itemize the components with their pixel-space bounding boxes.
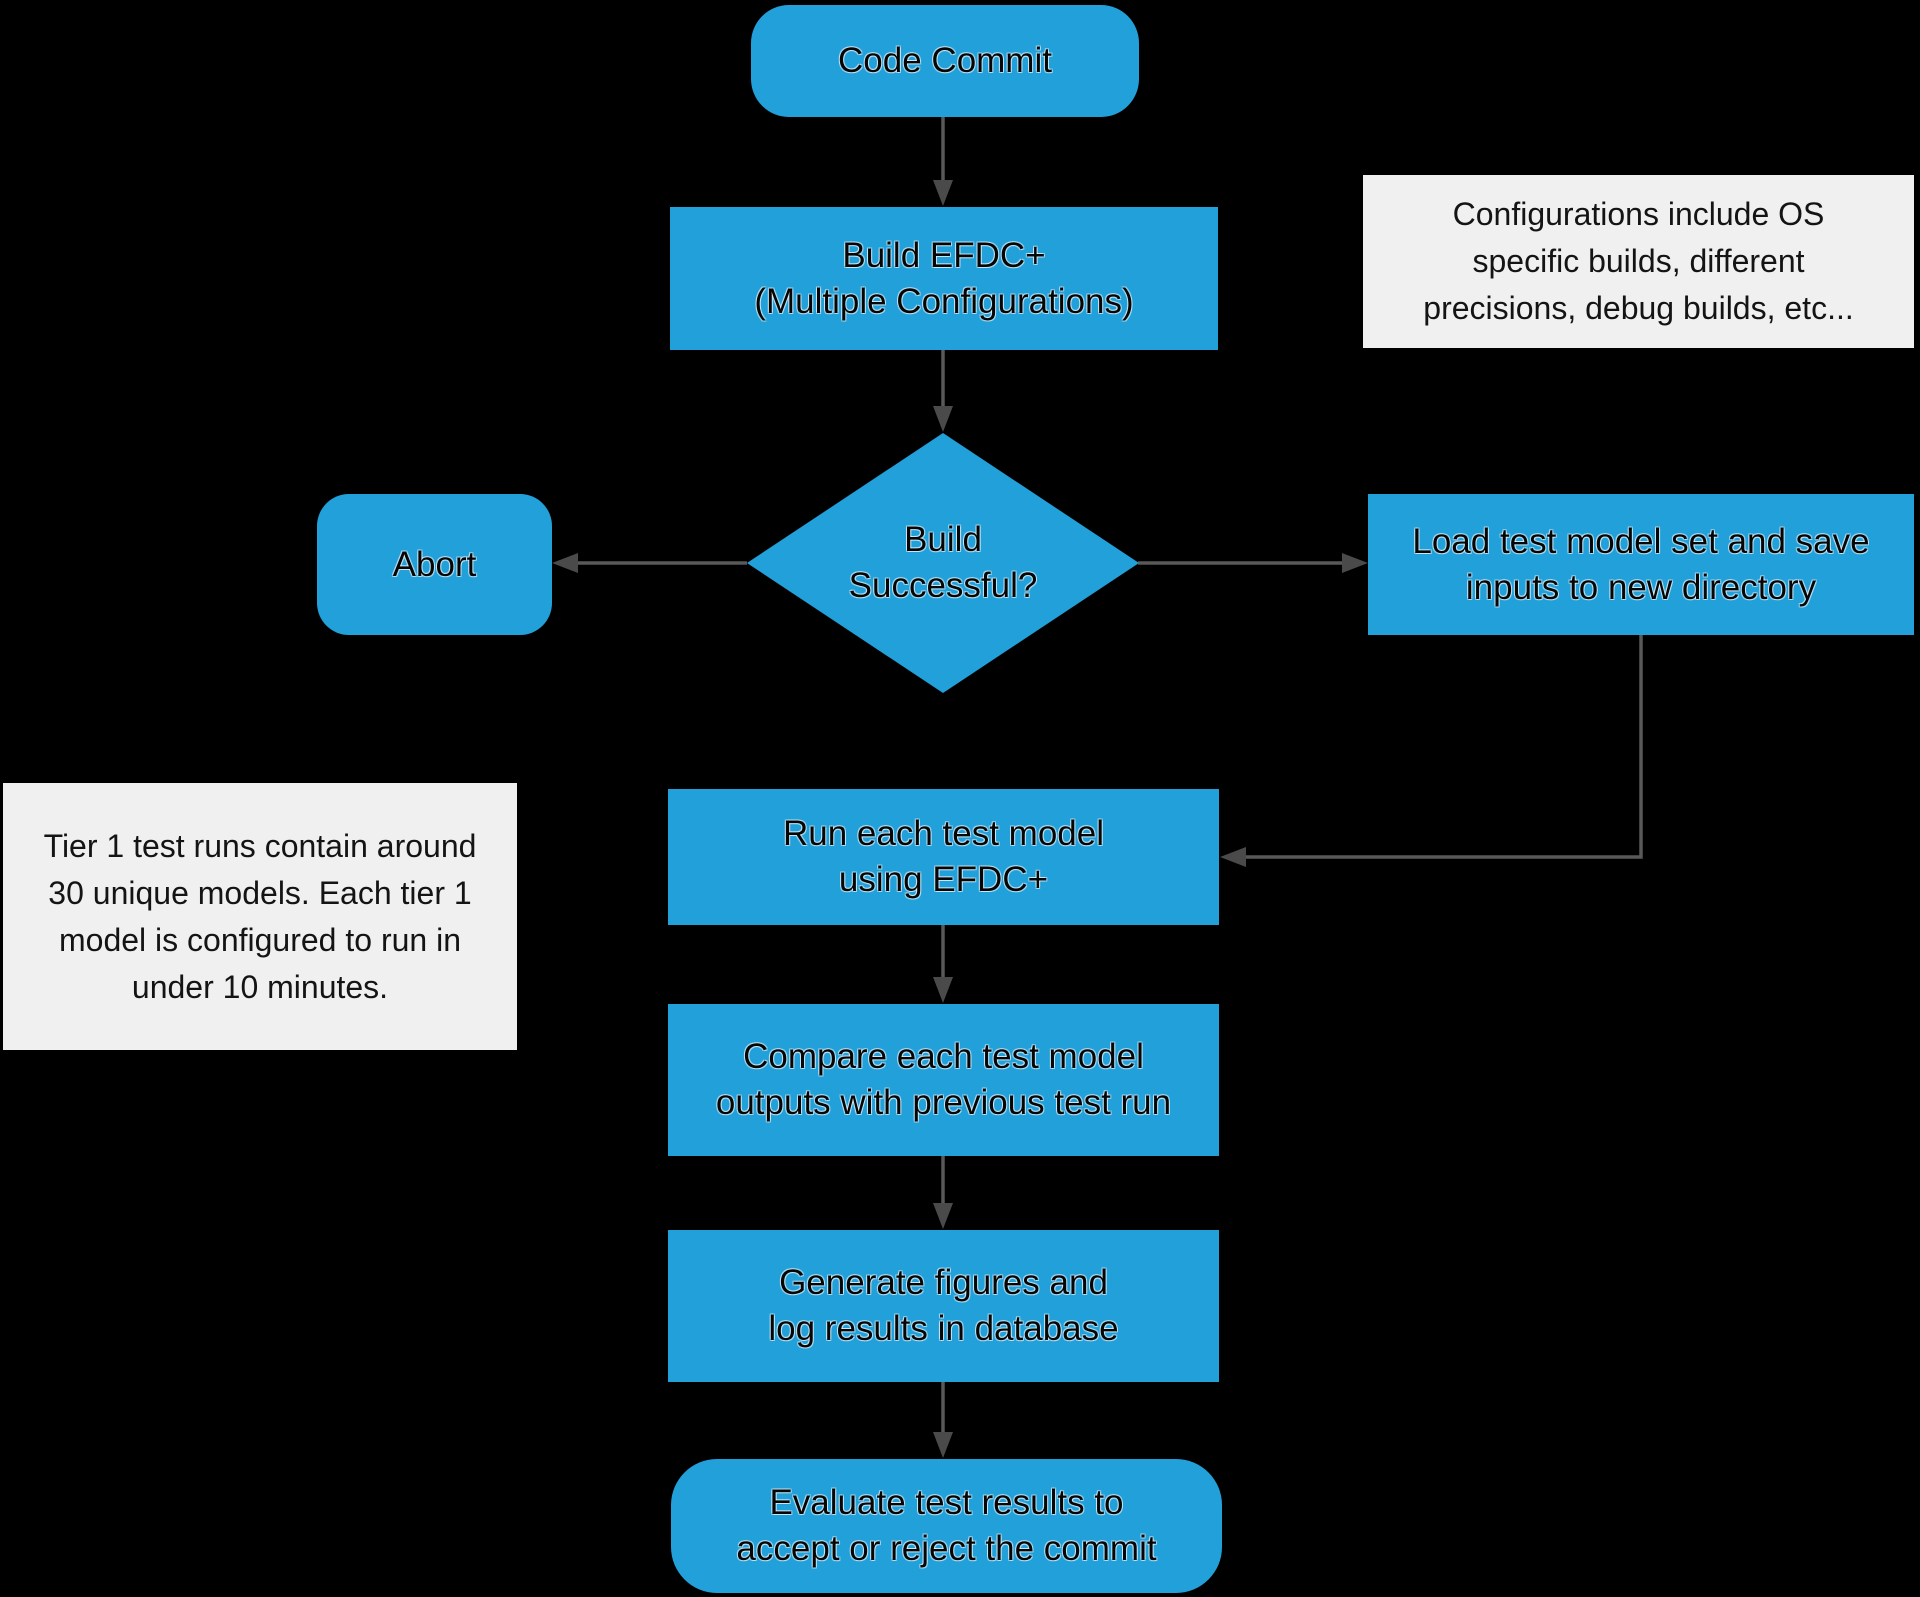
node-decision-label: Build Successful? bbox=[848, 520, 1038, 605]
note-configurations: Configurations include OS specific build… bbox=[1363, 175, 1914, 348]
node-generate-figures: Generate figures and log results in data… bbox=[668, 1230, 1219, 1382]
node-code-commit-label: Code Commit bbox=[838, 41, 1052, 80]
arrowhead-decision-to-abort bbox=[552, 553, 578, 573]
arrowhead-run-to-compare bbox=[933, 977, 953, 1003]
note-tier1-test-runs: Tier 1 test runs contain around 30 uniqu… bbox=[3, 783, 517, 1050]
node-decision-build-successful: Build Successful? bbox=[747, 433, 1139, 693]
arrowhead-compare-to-generate bbox=[933, 1203, 953, 1229]
node-run-label: Run each test model using EFDC+ bbox=[782, 814, 1104, 899]
note-tier1-text: Tier 1 test runs contain around 30 uniqu… bbox=[43, 827, 477, 1005]
arrowhead-generate-to-evaluate bbox=[933, 1432, 953, 1458]
node-build-efdc: Build EFDC+ (Multiple Configurations) bbox=[670, 207, 1218, 350]
arrowhead-code-commit-to-build bbox=[933, 180, 953, 206]
arrowhead-build-to-decision bbox=[933, 406, 953, 432]
node-abort: Abort bbox=[317, 494, 552, 635]
node-code-commit: Code Commit bbox=[751, 5, 1139, 117]
arrowhead-decision-to-load bbox=[1342, 553, 1368, 573]
node-abort-label: Abort bbox=[392, 544, 477, 584]
node-generate-label: Generate figures and log results in data… bbox=[768, 1263, 1119, 1348]
node-run-each-test-model: Run each test model using EFDC+ bbox=[668, 789, 1219, 925]
node-load-label: Load test model set and save inputs to n… bbox=[1412, 521, 1870, 607]
node-load-test-model-set: Load test model set and save inputs to n… bbox=[1368, 494, 1914, 635]
node-evaluate-results: Evaluate test results to accept or rejec… bbox=[671, 1459, 1222, 1593]
node-compare-outputs: Compare each test model outputs with pre… bbox=[668, 1004, 1219, 1156]
node-build-efdc-label: Build EFDC+ (Multiple Configurations) bbox=[754, 235, 1134, 321]
node-evaluate-label: Evaluate test results to accept or rejec… bbox=[736, 1483, 1157, 1568]
arrow-load-to-run bbox=[1244, 635, 1643, 859]
note-configurations-text: Configurations include OS specific build… bbox=[1423, 196, 1854, 326]
arrowhead-load-to-run bbox=[1220, 847, 1246, 867]
node-compare-label: Compare each test model outputs with pre… bbox=[715, 1037, 1172, 1122]
